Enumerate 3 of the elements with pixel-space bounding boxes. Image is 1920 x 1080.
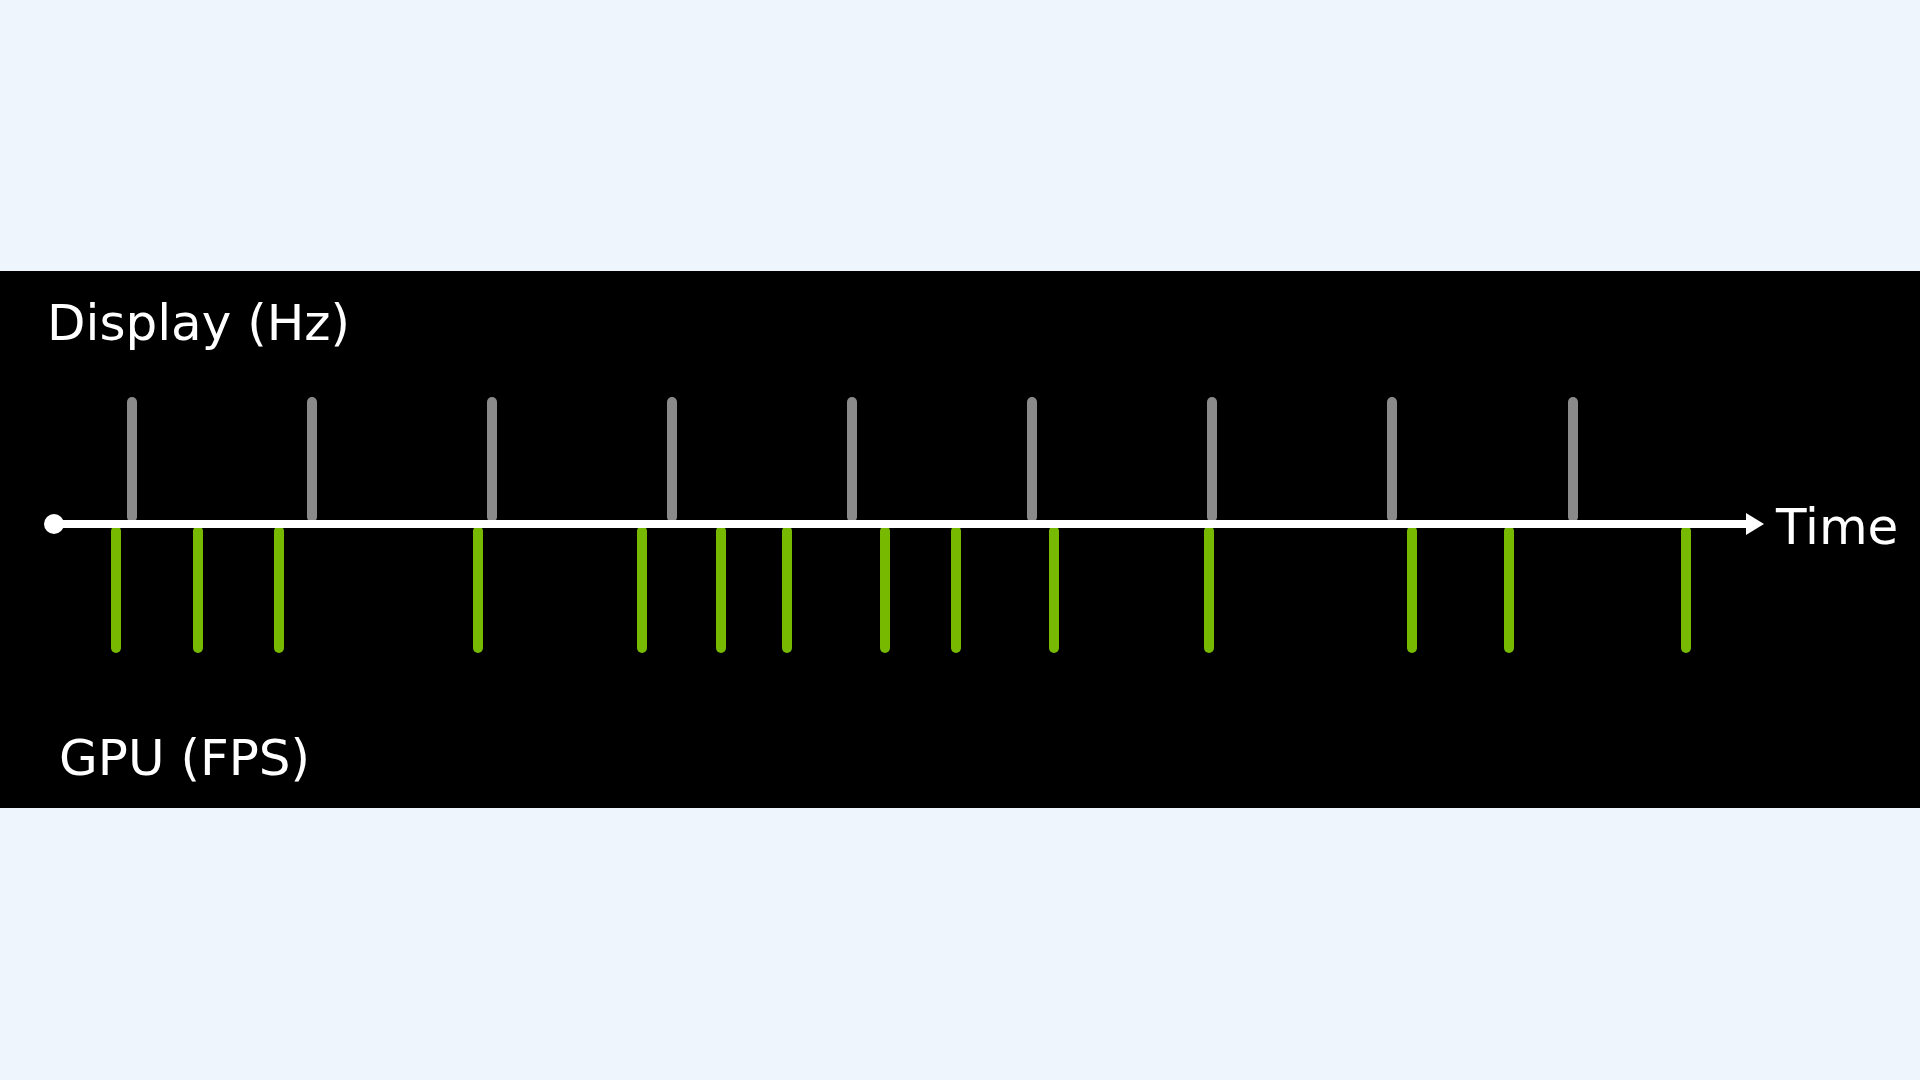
axis-label: GPU (FPS) [59,733,311,783]
axis-label: Display (Hz) [47,298,351,348]
axis-label: Time [1776,502,1899,552]
